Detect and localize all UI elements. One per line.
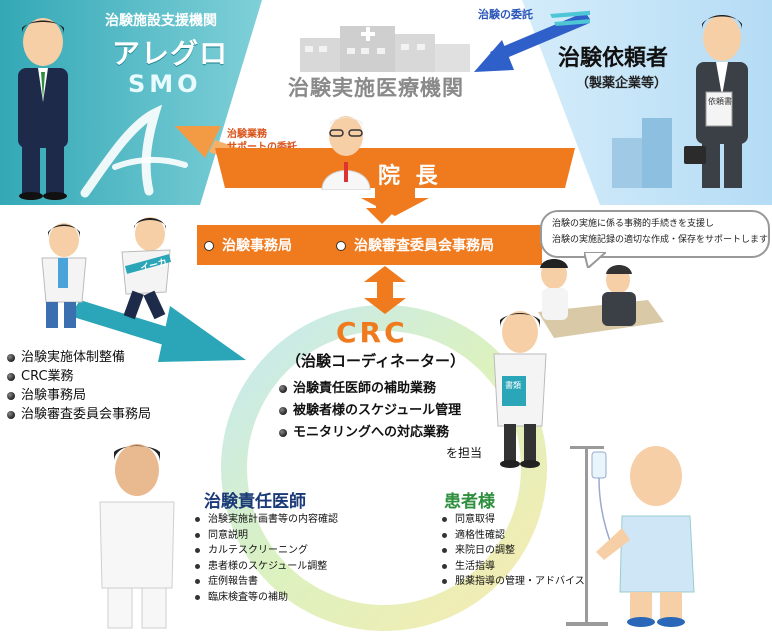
crc-duty-item: モニタリングへの対応業務 — [277, 422, 461, 444]
patient-title: 患者様 — [444, 492, 495, 512]
patient-icon — [596, 446, 695, 627]
patient-item: 生活指導 — [439, 559, 585, 575]
speech-line-2: 治験の実施記録の適切な作成・保存をサポートします — [552, 235, 769, 245]
patient-item: 同意取得 — [439, 512, 585, 528]
office-label-1: 治験事務局 — [222, 238, 292, 254]
patient-items-list: 同意取得 適格性確認 来院日の調整 生活指導 服薬指導の管理・アドバイス — [439, 512, 585, 590]
offices-banner — [197, 225, 542, 265]
director-doctor-icon — [321, 116, 371, 190]
support-label: 治験業務 サポートの委託 — [227, 128, 297, 154]
sponsor-subtitle: （製薬企業等） — [576, 76, 668, 91]
doctor-item: 同意説明 — [192, 528, 338, 544]
smo-panel — [0, 0, 262, 205]
crc-badge-label: 書類 — [505, 381, 521, 390]
speech-bubble-tail — [584, 252, 606, 268]
request-document-label: 依頼書 — [708, 97, 732, 106]
patient-item: 適格性確認 — [439, 528, 585, 544]
sponsor-buildings-icon — [612, 118, 672, 188]
smo-service-item: 治験実施体制整備 — [5, 348, 151, 367]
doctor-items-list: 治験実施計画書等の内容確認 同意説明 カルテスクリーニング 患者様のスケジュール… — [192, 512, 338, 605]
smo-services-list: 治験実施体制整備 CRC業務 治験事務局 治験審査委員会事務局 — [5, 348, 151, 424]
speech-bubble — [540, 210, 770, 258]
office-item-1: 治験事務局 — [204, 235, 292, 255]
smo-subtitle: 治験施設支援機関 — [105, 13, 217, 29]
office-label-2: 治験審査委員会事務局 — [354, 238, 494, 254]
support-label-line2: サポートの委託 — [227, 142, 297, 153]
director-label: 院 長 — [378, 164, 442, 189]
crc-subtitle: （治験コーディネーター） — [286, 352, 465, 370]
down-arrow-icon — [366, 196, 398, 224]
two-way-arrow-icon — [364, 266, 406, 314]
hospital-title: 治験実施医療機関 — [288, 76, 464, 100]
speech-line-1: 治験の実施に係る事務的手続きを支援し — [552, 219, 715, 229]
teal-arrow — [70, 300, 246, 362]
crc-ring — [221, 305, 547, 631]
office-bullet-icon — [204, 241, 214, 251]
patient-item: 来院日の調整 — [439, 543, 585, 559]
support-label-line1: 治験業務 — [227, 129, 267, 140]
office-item-2: 治験審査委員会事務局 — [336, 235, 494, 255]
iv-stand-icon — [566, 446, 612, 626]
sponsor-title: 治験依頼者 — [558, 46, 669, 71]
allegro-logo-icon — [80, 105, 188, 198]
smo-service-item: 治験事務局 — [5, 386, 151, 405]
smo-businessman-icon — [18, 18, 68, 200]
commission-arrow — [474, 10, 590, 72]
crc-duties-list: 治験責任医師の補助業務 被験者様のスケジュール管理 モニタリングへの対応業務 — [277, 378, 461, 444]
smo-service-item: 治験審査委員会事務局 — [5, 405, 151, 424]
speech-text: 治験の実施に係る事務的手続きを支援し 治験の実施記録の適切な作成・保存をサポート… — [552, 216, 768, 248]
doctor-item: 患者様のスケジュール調整 — [192, 559, 338, 575]
doctor-item: カルテスクリーニング — [192, 543, 338, 559]
smo-service-item: CRC業務 — [5, 367, 151, 386]
office-workers-icon — [538, 259, 664, 338]
runner-woman-icon — [41, 223, 87, 328]
crc-person-icon — [493, 311, 547, 468]
commission-label: 治験の委託 — [478, 8, 533, 21]
doctor-item: 症例報告書 — [192, 574, 338, 590]
director-banner — [215, 148, 575, 216]
smo-name: アレグロ — [112, 37, 229, 70]
crc-title: CRC — [336, 316, 408, 349]
sponsor-businessman-icon — [684, 15, 748, 188]
office-bullet-icon — [336, 241, 346, 251]
runner-man-icon — [121, 217, 172, 320]
responsible-doctor-icon — [99, 444, 175, 629]
patient-item: 服薬指導の管理・アドバイス — [439, 574, 585, 590]
hospital-buildings-icon — [300, 26, 470, 72]
smo-abbr: SMO — [128, 70, 202, 98]
doctor-item: 臨床検査等の補助 — [192, 590, 338, 606]
doctor-title: 治験責任医師 — [204, 492, 306, 512]
crc-duty-item: 被験者様のスケジュール管理 — [277, 400, 461, 422]
crc-suffix: を担当 — [446, 446, 483, 460]
crc-duty-item: 治験責任医師の補助業務 — [277, 378, 461, 400]
doctor-item: 治験実施計画書等の内容確認 — [192, 512, 338, 528]
